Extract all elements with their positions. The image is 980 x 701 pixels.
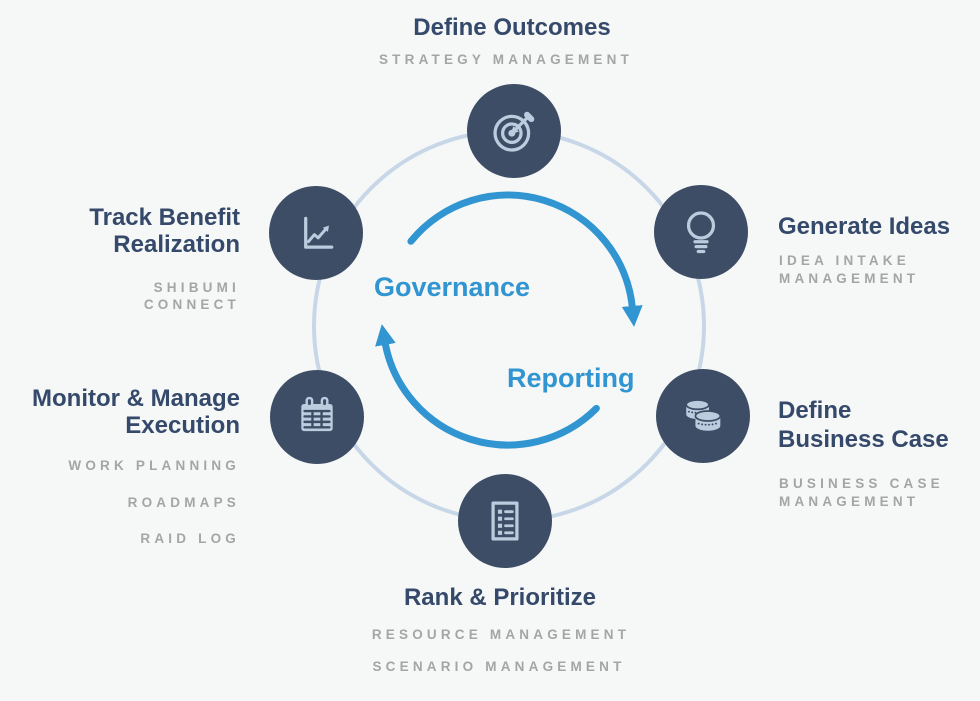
generate-ideas-node (654, 185, 748, 279)
reporting-arrow (375, 324, 600, 449)
stage-subtitle: SCENARIO MANAGEMENT (372, 659, 626, 674)
stage-title: Rank & Prioritize (403, 584, 597, 611)
rank-prioritize-node (458, 474, 552, 568)
stage-subtitle: IDEA INTAKE (779, 253, 910, 268)
stage-title: Monitor & Manage (32, 385, 240, 412)
lightbulb-icon (686, 211, 716, 254)
stage-subtitle: BUSINESS CASE (779, 476, 944, 491)
stage-title: Business Case (778, 426, 949, 453)
define-business-case-node (656, 369, 750, 463)
governance-label: Governance (374, 272, 531, 302)
stage-title: Generate Ideas (778, 213, 951, 240)
stage-subtitle: STRATEGY MANAGEMENT (378, 52, 634, 67)
stage-subtitle: CONNECT (143, 297, 240, 312)
governance-arrow (407, 191, 643, 327)
stage-subtitle: MANAGEMENT (779, 494, 920, 509)
stage-title: Track Benefit (89, 204, 240, 231)
reporting-label: Reporting (507, 363, 635, 393)
stage-subtitle: RAID LOG (140, 531, 240, 546)
define-outcomes-node (467, 84, 561, 178)
stage-subtitle: ROADMAPS (127, 495, 240, 510)
chart-icon (304, 216, 334, 249)
calendar-icon (301, 396, 333, 432)
checklist-icon (491, 501, 519, 541)
coins-icon (685, 399, 722, 431)
monitor-manage-execution-node (270, 370, 364, 464)
stage-title: Define (778, 397, 852, 424)
stage-title: Realization (113, 231, 240, 258)
stage-subtitle: MANAGEMENT (779, 271, 920, 286)
target-icon (493, 111, 535, 152)
stage-subtitle: SHIBUMI (153, 280, 240, 295)
stage-title: Define Outcomes (413, 14, 611, 41)
stage-title: Execution (125, 412, 240, 439)
track-benefit-realization-node (269, 186, 363, 280)
outer-ring (312, 129, 706, 523)
stage-subtitle: WORK PLANNING (68, 458, 240, 473)
stage-subtitle: RESOURCE MANAGEMENT (371, 627, 631, 642)
